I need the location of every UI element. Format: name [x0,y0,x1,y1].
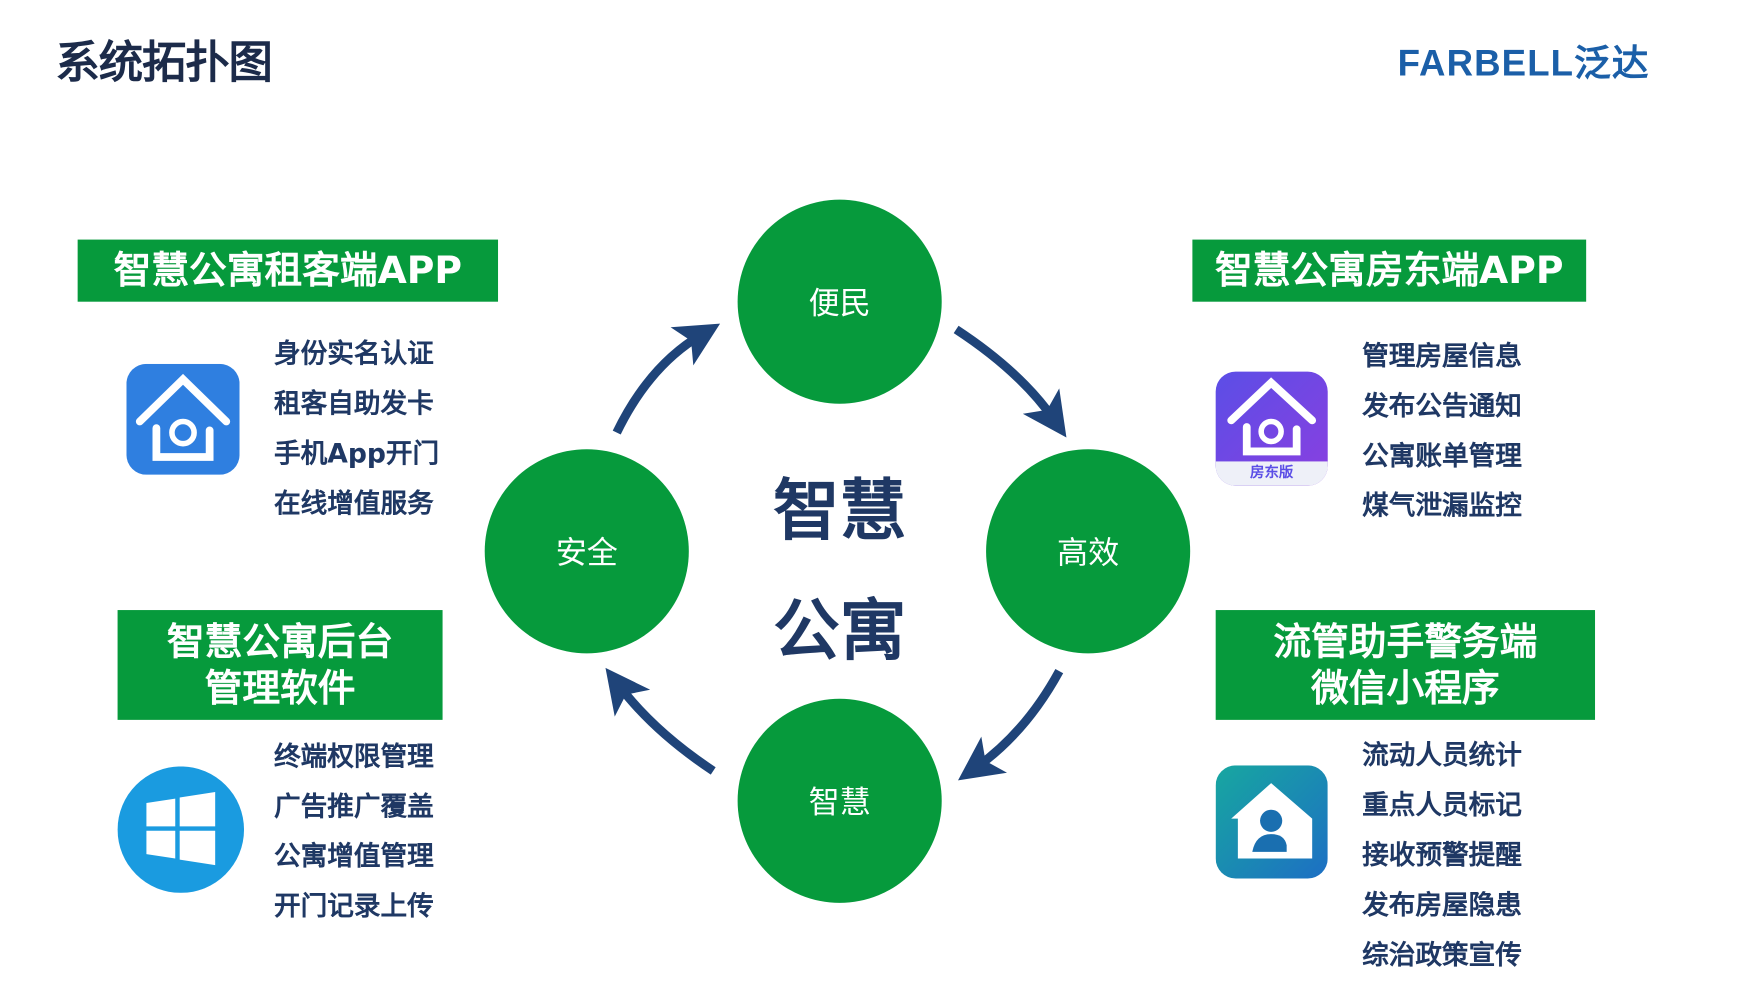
feature-item: 租客自助发卡 [273,388,434,420]
feature-item: 开门记录上传 [273,890,434,922]
landlord-app-title: 智慧公寓房东端APP [1192,239,1587,302]
feature-item: 发布公告通知 [1362,390,1522,422]
landlord-app-features: 管理房屋信息 发布公告通知 公寓账单管理 煤气泄漏监控 [1362,332,1522,532]
feature-item: 流动人员统计 [1362,739,1522,771]
backend-software-title: 智慧公寓后台 管理软件 [117,610,443,720]
feature-item: 接收预警提醒 [1362,839,1522,871]
backend-software-features: 终端权限管理 广告推广覆盖 公寓增值管理 开门记录上传 [274,732,434,932]
tenant-app-icon [126,363,240,475]
feature-item: 公寓账单管理 [1362,440,1522,472]
feature-item: 管理房屋信息 [1362,340,1522,372]
feature-item: 公寓增值管理 [273,840,434,872]
title-line: 微信小程序 [1311,666,1500,711]
feature-item: 广告推广覆盖 [273,790,434,822]
feature-item: 煤气泄漏监控 [1362,490,1522,522]
arrow-wisdom-to-safety [605,667,716,775]
title-line: 智慧公寓后台 [166,619,394,664]
police-miniprogram-title: 流管助手警务端 微信小程序 [1215,610,1596,720]
house-icon [1227,377,1317,456]
title-line: 管理软件 [204,666,356,711]
arrow-convenience-to-efficiency [953,325,1067,438]
title-line: 流管助手警务端 [1273,619,1538,664]
feature-item: 在线增值服务 [273,488,434,520]
center-title-line1: 智慧 [773,472,907,551]
page-title: 系统拓扑图 [55,37,272,89]
feature-item: 综治政策宣传 [1362,939,1522,971]
center-title-line2: 公寓 [773,592,907,670]
feature-item: 手机App开门 [273,438,440,470]
arrow-efficiency-to-wisdom [958,668,1064,781]
arrow-safety-to-convenience [612,323,721,435]
feature-item: 重点人员标记 [1362,789,1522,821]
cycle-node-convenience: 便民 [737,199,942,404]
tenant-app-title: 智慧公寓租客端APP [77,239,499,302]
cycle-node-wisdom: 智慧 [737,698,942,903]
feature-item: 身份实名认证 [273,338,434,370]
farbell-logo: FARBELL泛达 [1397,42,1650,84]
feature-item: 终端权限管理 [273,740,434,773]
feature-item: 发布房屋隐患 [1362,889,1522,921]
landlord-app-icon: 房东版 [1215,371,1328,486]
windows-icon [117,766,245,893]
cycle-node-safety: 安全 [484,449,689,654]
cycle-node-efficiency: 高效 [986,449,1191,654]
police-miniprogram-features: 流动人员统计 重点人员标记 接收预警提醒 发布房屋隐患 综治政策宣传 [1362,731,1522,981]
landlord-badge: 房东版 [1215,461,1328,486]
police-miniprogram-icon [1215,765,1328,879]
tenant-app-features: 身份实名认证 租客自助发卡 手机App开门 在线增值服务 [274,329,439,529]
